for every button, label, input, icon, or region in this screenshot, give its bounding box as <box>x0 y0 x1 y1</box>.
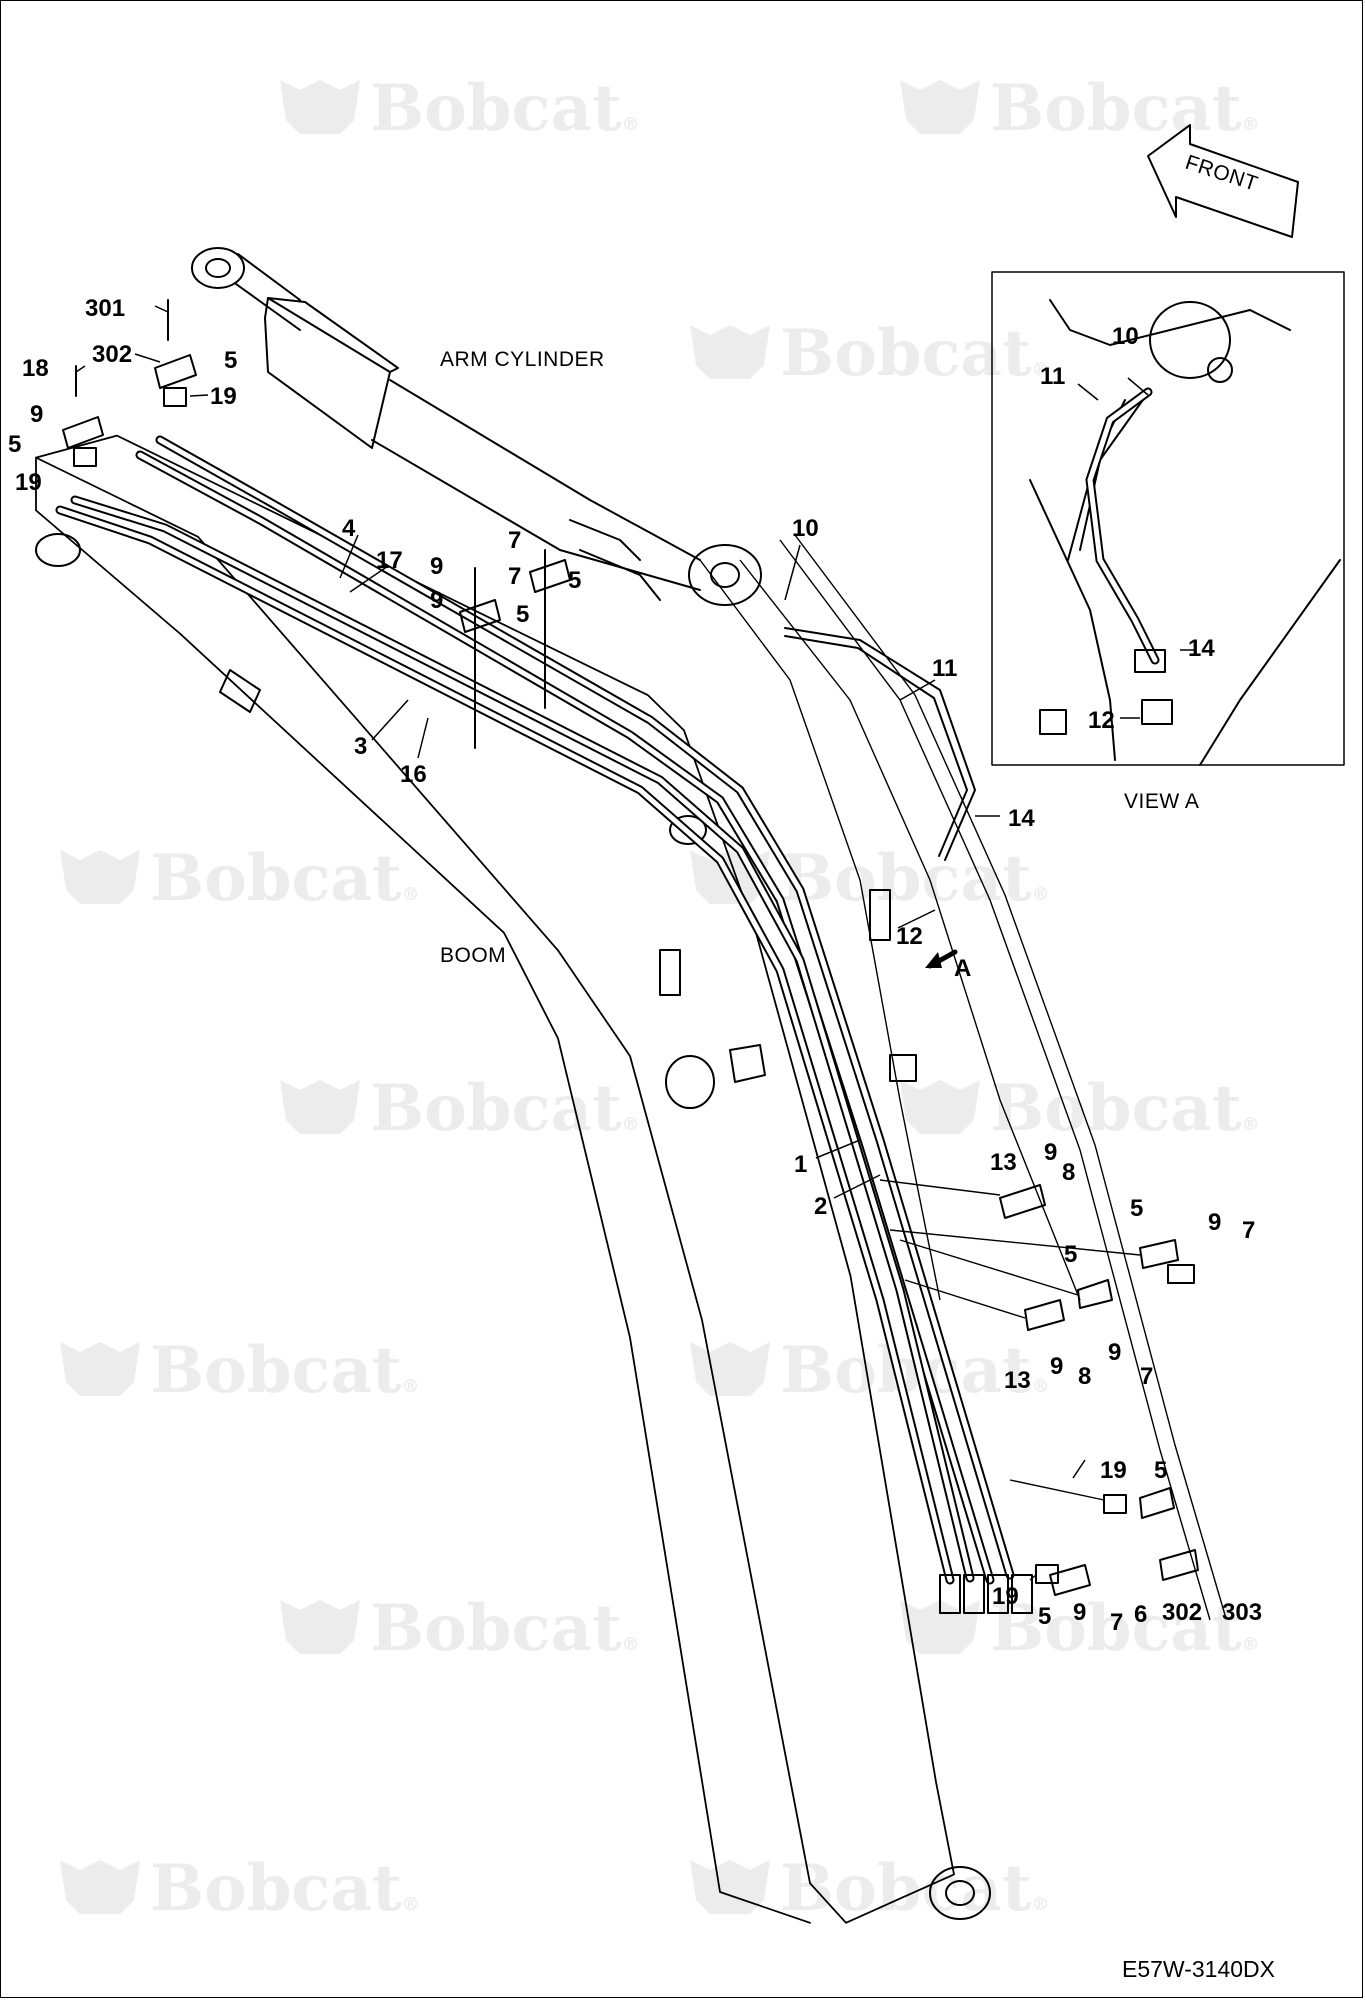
clamp-hardware <box>62 299 1199 1596</box>
watermark-text: Bobcat® <box>780 316 1050 391</box>
callout-number: 14 <box>1188 635 1215 662</box>
callout-number: 5 <box>1064 1241 1077 1268</box>
hydraulic-lines <box>55 435 1226 1621</box>
watermark-text: Bobcat® <box>150 841 420 916</box>
watermark-text: Bobcat® <box>370 1071 640 1146</box>
callout-number: 3 <box>354 733 367 760</box>
callout-number: 9 <box>1208 1209 1221 1236</box>
callout-number: 4 <box>342 515 356 542</box>
callout-number: 13 <box>990 1149 1017 1176</box>
boom-label: BOOM <box>440 944 506 967</box>
callout-number: 1 <box>794 1151 807 1178</box>
callout-number: 7 <box>1110 1609 1123 1636</box>
bobcat-logo-icon <box>60 1860 140 1914</box>
watermark-text: Bobcat® <box>990 1071 1260 1146</box>
callout-number: 7 <box>508 563 521 590</box>
callout-number: 303 <box>1222 1599 1262 1626</box>
callout-number: 16 <box>400 761 427 788</box>
boom-drawing <box>35 434 991 1924</box>
callout-number: 5 <box>1154 1457 1167 1484</box>
callout-number: 9 <box>430 553 443 580</box>
watermark-text: Bobcat® <box>990 1591 1260 1666</box>
callout-number: 18 <box>22 355 49 382</box>
diagram-labels: ARM CYLINDER BOOM VIEW A A FRONT E57W-31… <box>440 151 1275 1982</box>
callout-number: 10 <box>792 515 819 542</box>
callout-number: 5 <box>1130 1195 1143 1222</box>
callout-number: 19 <box>210 383 237 410</box>
callout-number: 7 <box>1242 1217 1255 1244</box>
callout-number: 9 <box>1108 1339 1121 1366</box>
callout-number: 9 <box>1050 1353 1063 1380</box>
watermark-text: Bobcat® <box>780 1851 1050 1926</box>
callout-number: 302 <box>1162 1599 1202 1626</box>
callout-number: 9 <box>1044 1139 1057 1166</box>
bobcat-logo-icon <box>280 1600 360 1654</box>
watermark-layer: Bobcat® Bobcat® Bobcat® Bobcat® Bobcat® Bobca… <box>60 71 1260 1926</box>
bobcat-logo-icon <box>280 1080 360 1134</box>
callout-number: 12 <box>896 923 923 950</box>
view-arrow-label: A <box>954 955 971 982</box>
callout-number: 17 <box>376 547 403 574</box>
callout-number: 5 <box>568 567 581 594</box>
arm-cylinder-drawing <box>191 247 762 606</box>
callout-number: 302 <box>92 341 132 368</box>
bobcat-logo-icon <box>690 1860 770 1914</box>
callout-number: 19 <box>15 469 42 496</box>
watermark-text: Bobcat® <box>370 71 640 146</box>
watermark-text: Bobcat® <box>990 71 1260 146</box>
callout-number: 11 <box>932 655 957 682</box>
callout-number: 7 <box>1140 1363 1153 1390</box>
view-a-label: VIEW A <box>1124 790 1199 813</box>
callout-number: 19 <box>992 1583 1019 1610</box>
callout-number: 13 <box>1004 1367 1031 1394</box>
callout-number: 14 <box>1008 805 1035 832</box>
arm-cylinder-label: ARM CYLINDER <box>440 348 605 371</box>
bobcat-logo-icon <box>280 80 360 134</box>
bobcat-logo-icon <box>60 1342 140 1396</box>
callout-number: 5 <box>224 347 237 374</box>
watermark-text: Bobcat® <box>150 1851 420 1926</box>
leader-lines <box>75 305 1196 1479</box>
callout-number: 5 <box>516 601 529 628</box>
callout-number: 9 <box>30 401 43 428</box>
front-label: FRONT <box>1182 151 1260 196</box>
callout-number: 8 <box>1062 1159 1075 1186</box>
callout-number: 7 <box>508 527 521 554</box>
callout-number: 8 <box>1078 1363 1091 1390</box>
view-a-arrow <box>925 949 958 969</box>
front-arrow <box>1147 124 1299 238</box>
callout-number: 301 <box>85 295 125 322</box>
callout-number: 6 <box>1134 1601 1147 1628</box>
watermark-text: Bobcat® <box>370 1591 640 1666</box>
callout-number: 11 <box>1040 363 1065 390</box>
callout-number: 12 <box>1088 707 1115 734</box>
bobcat-logo-icon <box>60 850 140 904</box>
callout-number: 5 <box>1038 1603 1051 1630</box>
watermark-text: Bobcat® <box>780 841 1050 916</box>
bobcat-logo-icon <box>690 1342 770 1396</box>
callout-number: 9 <box>1073 1599 1086 1626</box>
bobcat-logo-icon <box>900 1080 980 1134</box>
callout-number: 10 <box>1112 323 1139 350</box>
view-a-inset <box>991 271 1345 766</box>
bobcat-logo-icon <box>900 80 980 134</box>
callout-number: 2 <box>814 1193 827 1220</box>
bobcat-logo-icon <box>690 325 770 379</box>
callout-number: 9 <box>430 587 443 614</box>
callout-number: 19 <box>1100 1457 1127 1484</box>
callout-number: 5 <box>8 431 21 458</box>
watermark-text: Bobcat® <box>150 1333 420 1408</box>
drawing-number: E57W-3140DX <box>1122 1956 1275 1982</box>
